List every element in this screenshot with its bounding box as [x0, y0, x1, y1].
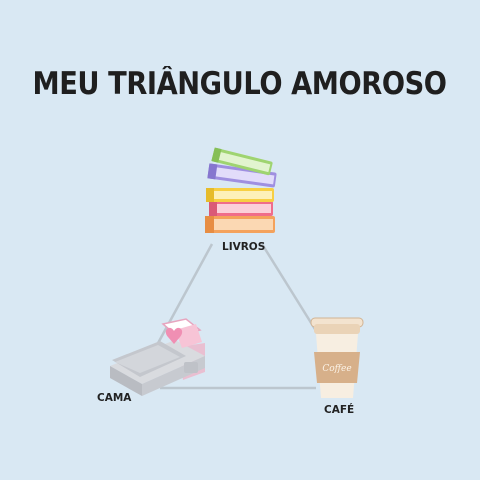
cup-text: Coffee: [322, 364, 351, 374]
bed-icon: [110, 318, 205, 396]
node-label-livros: LIVROS: [222, 241, 266, 253]
page-title: MEU TRIÂNGULO AMOROSO: [32, 66, 447, 102]
node-label-cafe: CAFÉ: [324, 404, 355, 416]
node-label-cama: CAMA: [97, 392, 132, 404]
stack-of-books-icon: [205, 147, 277, 233]
triangle-edges: [155, 243, 320, 390]
edge-livros-cama: [155, 243, 214, 346]
coffee-cup-icon: Coffee: [310, 317, 364, 398]
edge-livros-cafe: [260, 243, 320, 335]
